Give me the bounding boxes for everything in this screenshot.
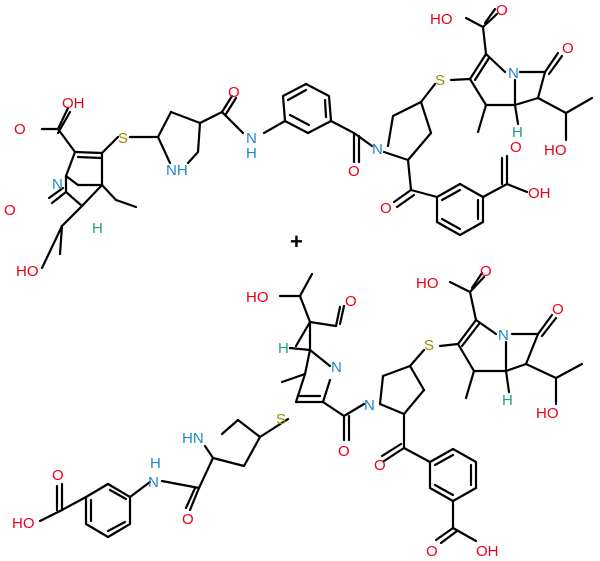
atom-label-ho: HO xyxy=(536,405,559,422)
atom-label-o: O xyxy=(228,84,240,101)
atom-label-n: N xyxy=(364,397,375,414)
atom-label-n: N xyxy=(372,141,383,158)
atom-label-ho: HO xyxy=(12,515,35,532)
atom-label-h: H xyxy=(512,124,523,141)
atom-label-oh: OH xyxy=(476,543,499,560)
molecule-1-bonds xyxy=(40,7,594,270)
molecule-2-bonds xyxy=(38,271,584,545)
atom-label-o: O xyxy=(480,263,492,280)
atom-label-h: H xyxy=(246,145,257,162)
atom-label-o: O xyxy=(380,200,392,217)
atom-label-o: O xyxy=(426,543,438,560)
atom-label-ho: HO xyxy=(430,11,453,28)
atom-label-n: N xyxy=(498,327,509,344)
atom-label-h: H xyxy=(502,392,513,409)
atom-label-s: S xyxy=(118,130,128,147)
atom-label-hn: HN xyxy=(182,430,204,447)
atom-label-oh: OH xyxy=(528,185,551,202)
atom-label-o: O xyxy=(345,293,357,310)
atom-label-n: N xyxy=(148,474,159,491)
atom-label-h: H xyxy=(278,340,289,357)
atom-label-o: O xyxy=(562,40,574,57)
atom-label-ho: HO xyxy=(246,289,269,306)
atom-label-h: H xyxy=(150,455,161,472)
atom-label-s: S xyxy=(424,337,434,354)
atom-label-n: N xyxy=(52,176,63,193)
atom-label-ho: HO xyxy=(416,275,439,292)
plus-separator: + xyxy=(290,229,303,254)
atom-label-ho: HO xyxy=(544,142,567,159)
atom-label-o: O xyxy=(510,139,522,156)
atom-label-n: N xyxy=(246,130,257,147)
atom-label-s: S xyxy=(435,72,445,89)
atom-label-o: O xyxy=(552,301,564,318)
atom-label-o: O xyxy=(182,511,194,528)
atom-label-h: H xyxy=(92,220,103,237)
atom-label-o: O xyxy=(14,121,26,138)
molecule-2-atoms: HO O H N S O N HN O H N O HO S O O OH HO… xyxy=(12,263,564,560)
atom-label-nh: NH xyxy=(166,162,188,179)
atom-label-o: O xyxy=(374,457,386,474)
atom-label-n: N xyxy=(331,359,342,376)
atom-label-s: S xyxy=(276,411,286,428)
atom-label-o: O xyxy=(496,2,508,19)
atom-label-ho: HO xyxy=(16,263,39,280)
atom-label-o: O xyxy=(348,163,360,180)
atom-label-o: O xyxy=(4,202,16,219)
atom-label-o: O xyxy=(52,467,64,484)
atom-label-oh: OH xyxy=(62,95,85,112)
atom-label-n: N xyxy=(508,65,519,82)
molecule-1-atoms: OH O N O H HO S NH O N H O N S O O OH HO… xyxy=(4,2,574,280)
atom-label-o: O xyxy=(338,443,350,460)
